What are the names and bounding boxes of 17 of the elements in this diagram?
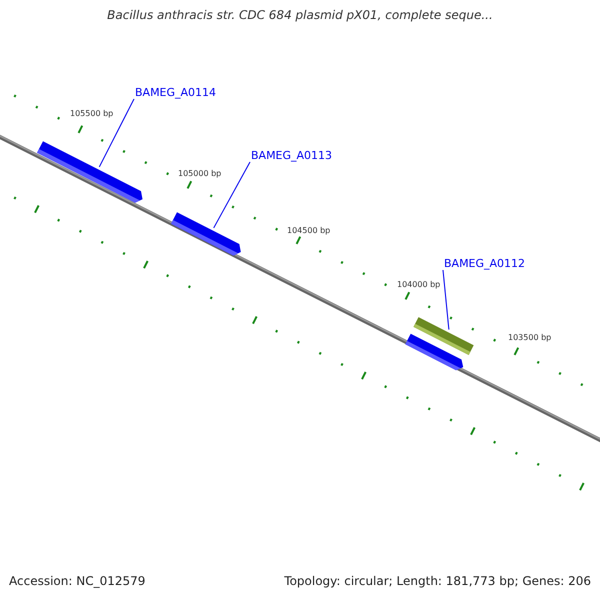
gene-arrow <box>405 334 464 370</box>
position-label: 104500 bp <box>287 226 330 235</box>
summary-text: Topology: circular; Length: 181,773 bp; Genes: 206 <box>284 574 591 588</box>
leader-line <box>98 98 134 168</box>
gene-label: BAMEG_A0114 <box>135 86 216 99</box>
title: Bacillus anthracis str. CDC 684 plasmid pX01, complete seque... <box>106 8 494 22</box>
leader-line <box>442 270 450 330</box>
gene-label: BAMEG_A0112 <box>444 257 526 270</box>
leader-line <box>213 162 250 228</box>
position-label: 105500 bp <box>70 109 114 118</box>
position-label: 105000 bp <box>178 169 222 178</box>
gene-label: BAMEG_A0113 <box>251 149 332 162</box>
gene-arrow <box>171 212 241 256</box>
position-label: 104000 bp <box>397 280 440 289</box>
accession-text: Accession: NC_012579 <box>9 574 146 588</box>
gene-arrow <box>37 141 142 203</box>
position-label: 103500 bp <box>508 333 552 342</box>
